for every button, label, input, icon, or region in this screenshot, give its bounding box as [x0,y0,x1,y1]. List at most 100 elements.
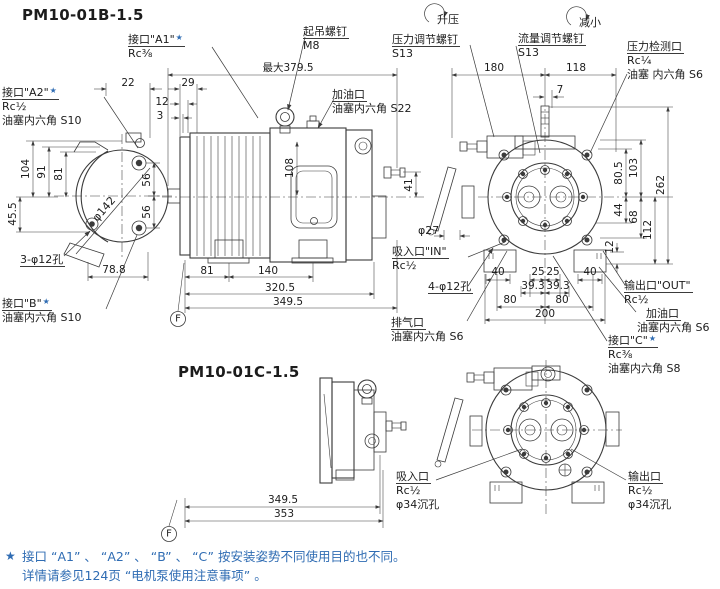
label-inlet-c-spec: Rc½ [396,484,421,498]
dim-80-5: 80.5 [613,161,625,185]
footnote: 接口 “A1” 、 “A2” 、 “B” 、 “C” 按安装姿势不同使用目的也不… [22,547,405,586]
footnote-line1: 接口 “A1” 、 “A2” 、 “B” 、 “C” 按安装姿势不同使用目的也不… [22,549,406,564]
label-port-a2-title: 接口"A2"★ [2,86,59,101]
dim-3: 3 [156,110,164,122]
label-pressure-screw: 压力调节螺钉 S13 [392,33,460,61]
dim-140: 140 [257,265,279,277]
label-inlet-c: 吸入口 Rc½ φ34沉孔 [396,470,439,511]
label-port-a1-spec: Rc⅜ [128,47,153,61]
dim-320-5: 320.5 [264,282,296,294]
dim-200: 200 [534,308,556,320]
label-flow-screw-spec: S13 [518,46,539,60]
dim-80-right: 80 [555,294,569,306]
label-inlet-title: 吸入口"IN" [392,245,449,260]
label-pressure-check-title: 压力检测口 [627,40,684,55]
dim-104: 104 [20,158,32,180]
label-exhaust-spec: 油塞内六角 S6 [391,330,464,344]
label-port-a2-spec: Rc½ [2,100,27,114]
dim-103: 103 [628,157,640,179]
label-pressure-screw-title: 压力调节螺钉 [392,33,460,48]
label-fill-port-top: 加油口 油塞内六角 S22 [332,88,411,116]
label-outlet: 输出口"OUT" Rc½ [624,279,693,307]
label-exhaust: 排气口 油塞内六角 S6 [391,316,463,344]
dim-68: 68 [628,210,640,224]
label-port-a2-spec2: 油塞内六角 S10 [2,113,82,127]
label-pressure-check-port: 压力检测口 Rc¼ 油塞 内六角 S6 [627,40,703,81]
dim-29: 29 [181,77,195,89]
dim-39-3-left: 39.3 [521,280,545,292]
dim-max-379-5: 最大379.5 [262,62,314,74]
label-lever-diameter: φ27 [418,224,440,237]
label-lift-screw: 起吊螺钉 M8 [303,25,349,53]
dim-7: 7 [556,84,564,96]
increase-rotation-arrow-icon [424,3,448,23]
dim-81: 81 [53,167,65,181]
label-port-c-spec: Rc⅜ [608,348,633,362]
dim-81-bottom: 81 [200,265,214,277]
dim-118: 118 [565,62,587,74]
label-inlet-c-title: 吸入口 [396,470,431,485]
dim-262: 262 [655,174,667,196]
datum-f-model-b: F [175,313,181,325]
c-side-view-drawing [161,377,407,542]
dim-56b: 56 [141,205,153,219]
label-inlet-c-spec2: φ34沉孔 [396,497,440,511]
dim-112: 112 [642,219,654,241]
label-outlet-c-title: 输出口 [628,470,663,485]
label-fill-port-top-spec: 油塞内六角 S22 [332,102,412,116]
label-outlet-c-spec: Rc½ [628,484,653,498]
label-port-a1-title: 接口"A1"★ [128,33,185,48]
side-view-drawing [162,36,424,327]
dim-91: 91 [36,165,48,179]
label-mount-holes-rear: 4-φ12孔 [428,280,474,295]
label-fill-port-rear: 加油口 油塞内六角 S6 [637,307,709,335]
label-port-b-spec: 油塞内六角 S10 [2,311,82,325]
dim-39-3-right: 39.3 [546,280,570,292]
label-lift-screw-title: 起吊螺钉 [303,25,349,40]
footnote-star-icon: ★ [5,549,16,563]
star-mark-icon: ★ [49,86,57,95]
decrease-rotation-arrow-icon [566,6,590,26]
front-view-drawing [16,46,259,310]
dim-12: 12 [155,96,169,108]
label-fill-port-top-title: 加油口 [332,88,367,103]
label-port-c-title: 接口"C"★ [608,334,658,349]
star-mark-icon: ★ [175,33,183,42]
dim-40-left: 40 [491,266,505,278]
dim-40-right: 40 [583,266,597,278]
dim-349-5: 349.5 [272,296,304,308]
label-pressure-check-spec2: 油塞 内六角 S6 [627,67,703,81]
dim-180: 180 [483,62,505,74]
dim-45-5: 45.5 [7,202,19,226]
label-port-a2: 接口"A2"★ Rc½ 油塞内六角 S10 [2,86,81,127]
dim-56a: 56 [141,173,153,187]
star-mark-icon: ★ [648,334,656,343]
label-pressure-screw-spec: S13 [392,47,413,61]
dim-44: 44 [613,203,625,217]
label-port-a1: 接口"A1"★ Rc⅜ [128,33,185,61]
dim-80-left: 80 [503,294,517,306]
dim-108: 108 [284,157,296,179]
label-fill-port-rear-spec: 油塞内六角 S6 [637,321,710,335]
model-c-title: PM10-01C-1.5 [178,363,300,381]
label-mount-holes-front: 3-φ12孔 [20,253,66,268]
dim-78-8: 78.8 [102,264,126,276]
label-port-c: 接口"C"★ Rc⅜ 油塞内六角 S8 [608,334,680,375]
label-inlet-spec: Rc½ [392,259,417,273]
dim-25-right: 25 [546,266,560,278]
label-inlet: 吸入口"IN" Rc½ [392,245,449,273]
dim-25-left: 25 [531,266,545,278]
label-decrease: 减小 [579,16,601,29]
dim-41: 41 [403,178,415,192]
star-mark-icon: ★ [42,297,50,306]
label-outlet-title: 输出口"OUT" [624,279,693,294]
label-port-c-spec2: 油塞内六角 S8 [608,361,681,375]
label-outlet-c-spec2: φ34沉孔 [628,497,672,511]
label-flow-screw: 流量调节螺钉 S13 [518,32,586,60]
footnote-line2: 详情请参见124页 “电机泵使用注意事项” 。 [22,568,267,584]
c-rear-view-drawing [434,360,627,516]
label-outlet-c: 输出口 Rc½ φ34沉孔 [628,470,671,511]
label-fill-port-rear-title: 加油口 [646,307,681,322]
